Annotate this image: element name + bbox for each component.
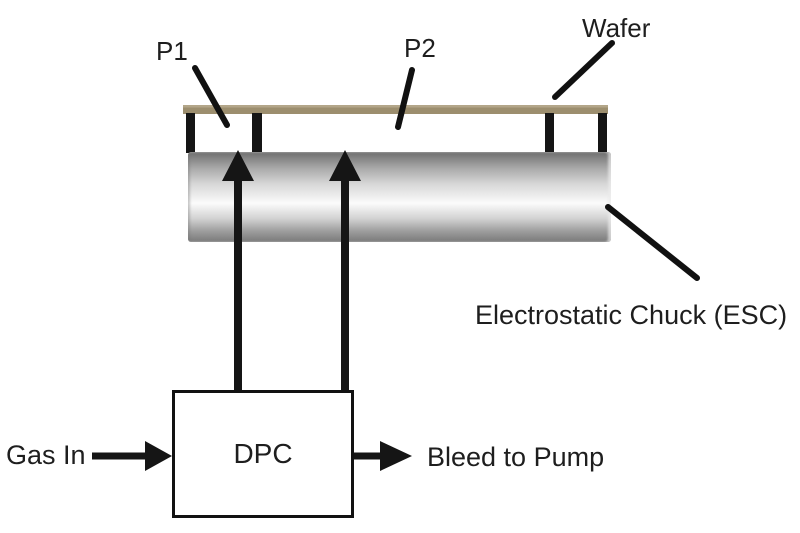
esc-label: Electrostatic Chuck (ESC) [475,300,788,330]
seal-post-outer-left [186,113,195,153]
wafer-bar [183,105,608,114]
dpc-label: DPC [233,438,293,469]
p1-label: P1 [156,36,188,66]
bleed-arrow-head [380,441,412,471]
wafer-label: Wafer [582,13,651,43]
seal-post-outer-right [598,113,607,153]
p2-label: P2 [404,33,436,63]
seal-post-inner-left [252,113,262,153]
gas-in-arrow-head [145,441,172,471]
esc-cylinder [188,152,611,242]
up-arrow-p1-head [222,150,254,181]
bleed-to-pump-label: Bleed to Pump [427,442,605,472]
p1-leader-line [192,65,230,128]
seal-post-inner-right [545,113,554,153]
wafer-leader-line [552,40,615,100]
p2-leader-line [395,67,415,130]
esc-leader-line [605,204,700,281]
up-arrow-p2-head [329,150,361,181]
gas-in-label: Gas In [6,440,86,470]
dpc-box: DPC [172,390,354,518]
